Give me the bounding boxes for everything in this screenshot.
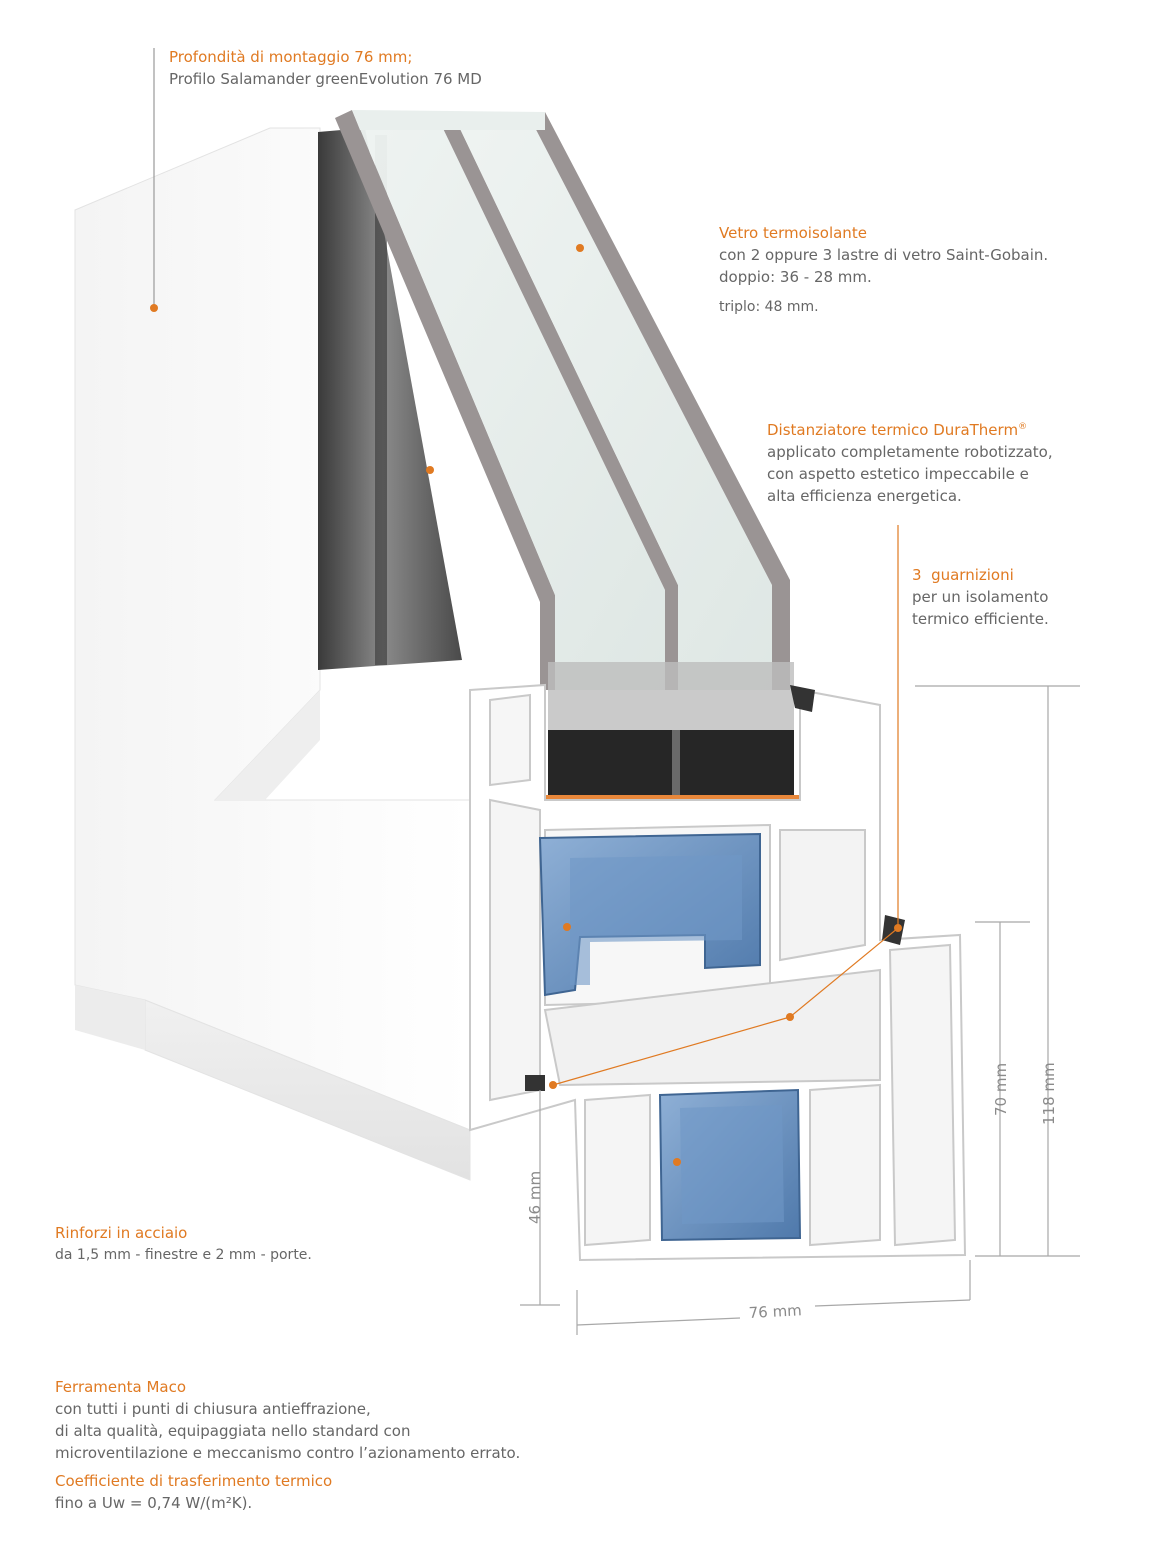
glass-line-2: doppio: 36 - 28 mm. (719, 268, 872, 286)
gaskets (525, 685, 905, 1091)
coefficient-title: Coefficiente di trasferimento termico (55, 1472, 333, 1490)
spacer-annotation: Distanziatore termico DuraTherm® applica… (767, 416, 1053, 507)
hardware-annotation: Ferramenta Maco con tutti i punti di chi… (55, 1376, 520, 1464)
coefficient-annotation: Coefficiente di trasferimento termico fi… (55, 1470, 332, 1514)
spacer-registered-mark: ® (1018, 422, 1028, 432)
dimension-lines (520, 685, 1080, 1335)
spacer-title: Distanziatore termico DuraTherm (767, 421, 1019, 439)
hardware-line-2: di alta qualità, equipaggiata nello stan… (55, 1422, 411, 1440)
gaskets-annotation: 3 guarnizioni per un isolamento termico … (912, 564, 1049, 630)
depth-line-1: Profilo Salamander greenEvolution 76 MD (169, 70, 482, 88)
glass-title: Vetro termoisolante (719, 224, 867, 242)
glass-line-1: con 2 oppure 3 lastre di vetro Saint-Gob… (719, 246, 1049, 264)
glass-marker-dot (576, 244, 584, 252)
gasket-mid-marker-dot (786, 1013, 794, 1021)
glass-panes (335, 110, 790, 690)
steel-annotation: Rinforzi in acciaio da 1,5 mm - finestre… (55, 1222, 312, 1266)
callout-lines (552, 525, 899, 1086)
steel-upper-marker-dot (563, 923, 571, 931)
gasket-low-marker-dot (549, 1081, 557, 1089)
dim-118-label: 118 mm (1040, 1062, 1058, 1125)
gaskets-line-1: per un isolamento (912, 588, 1049, 606)
steel-title: Rinforzi in acciaio (55, 1224, 188, 1242)
steel-lower-marker-dot (673, 1158, 681, 1166)
marker-dots (150, 244, 902, 1166)
gaskets-title: 3 guarnizioni (912, 566, 1014, 584)
steel-reinforcements (538, 832, 802, 1242)
spacer-line-2: con aspetto estetico impeccabile e (767, 465, 1029, 483)
hardware-line-3: microventilazione e meccanismo contro l’… (55, 1444, 521, 1462)
pvc-profile-section (469, 683, 967, 1262)
gaskets-line-2: termico efficiente. (912, 610, 1049, 628)
steel-line-1: da 1,5 mm - finestre e 2 mm - porte. (55, 1247, 312, 1263)
depth-annotation: Profondità di montaggio 76 mm; Profilo S… (169, 46, 482, 90)
panel-marker-dot (426, 466, 434, 474)
hardware-title: Ferramenta Maco (55, 1378, 187, 1396)
hardware-line-1: con tutti i punti di chiusura antieffraz… (55, 1400, 371, 1418)
frame-face (74, 127, 471, 1181)
depth-title: Profondità di montaggio 76 mm; (169, 48, 413, 66)
gasket-marker-dot (894, 924, 902, 932)
spacer-line-3: alta efficienza energetica. (767, 487, 962, 505)
dim-76-label: 76 mm (748, 1301, 802, 1322)
dim-70-label: 70 mm (992, 1063, 1010, 1116)
inner-dark-panel (318, 128, 462, 670)
glass-line-3: triplo: 48 mm. (719, 299, 819, 315)
spacer-line-1: applicato completamente robotizzato, (767, 443, 1053, 461)
glass-annotation: Vetro termoisolante con 2 oppure 3 lastr… (719, 222, 1048, 318)
frame-marker-dot (150, 304, 158, 312)
dim-46-label: 46 mm (526, 1171, 544, 1224)
coefficient-line-1: fino a Uw = 0,74 W/(m²K). (55, 1494, 253, 1512)
glazing-edge (540, 662, 802, 816)
